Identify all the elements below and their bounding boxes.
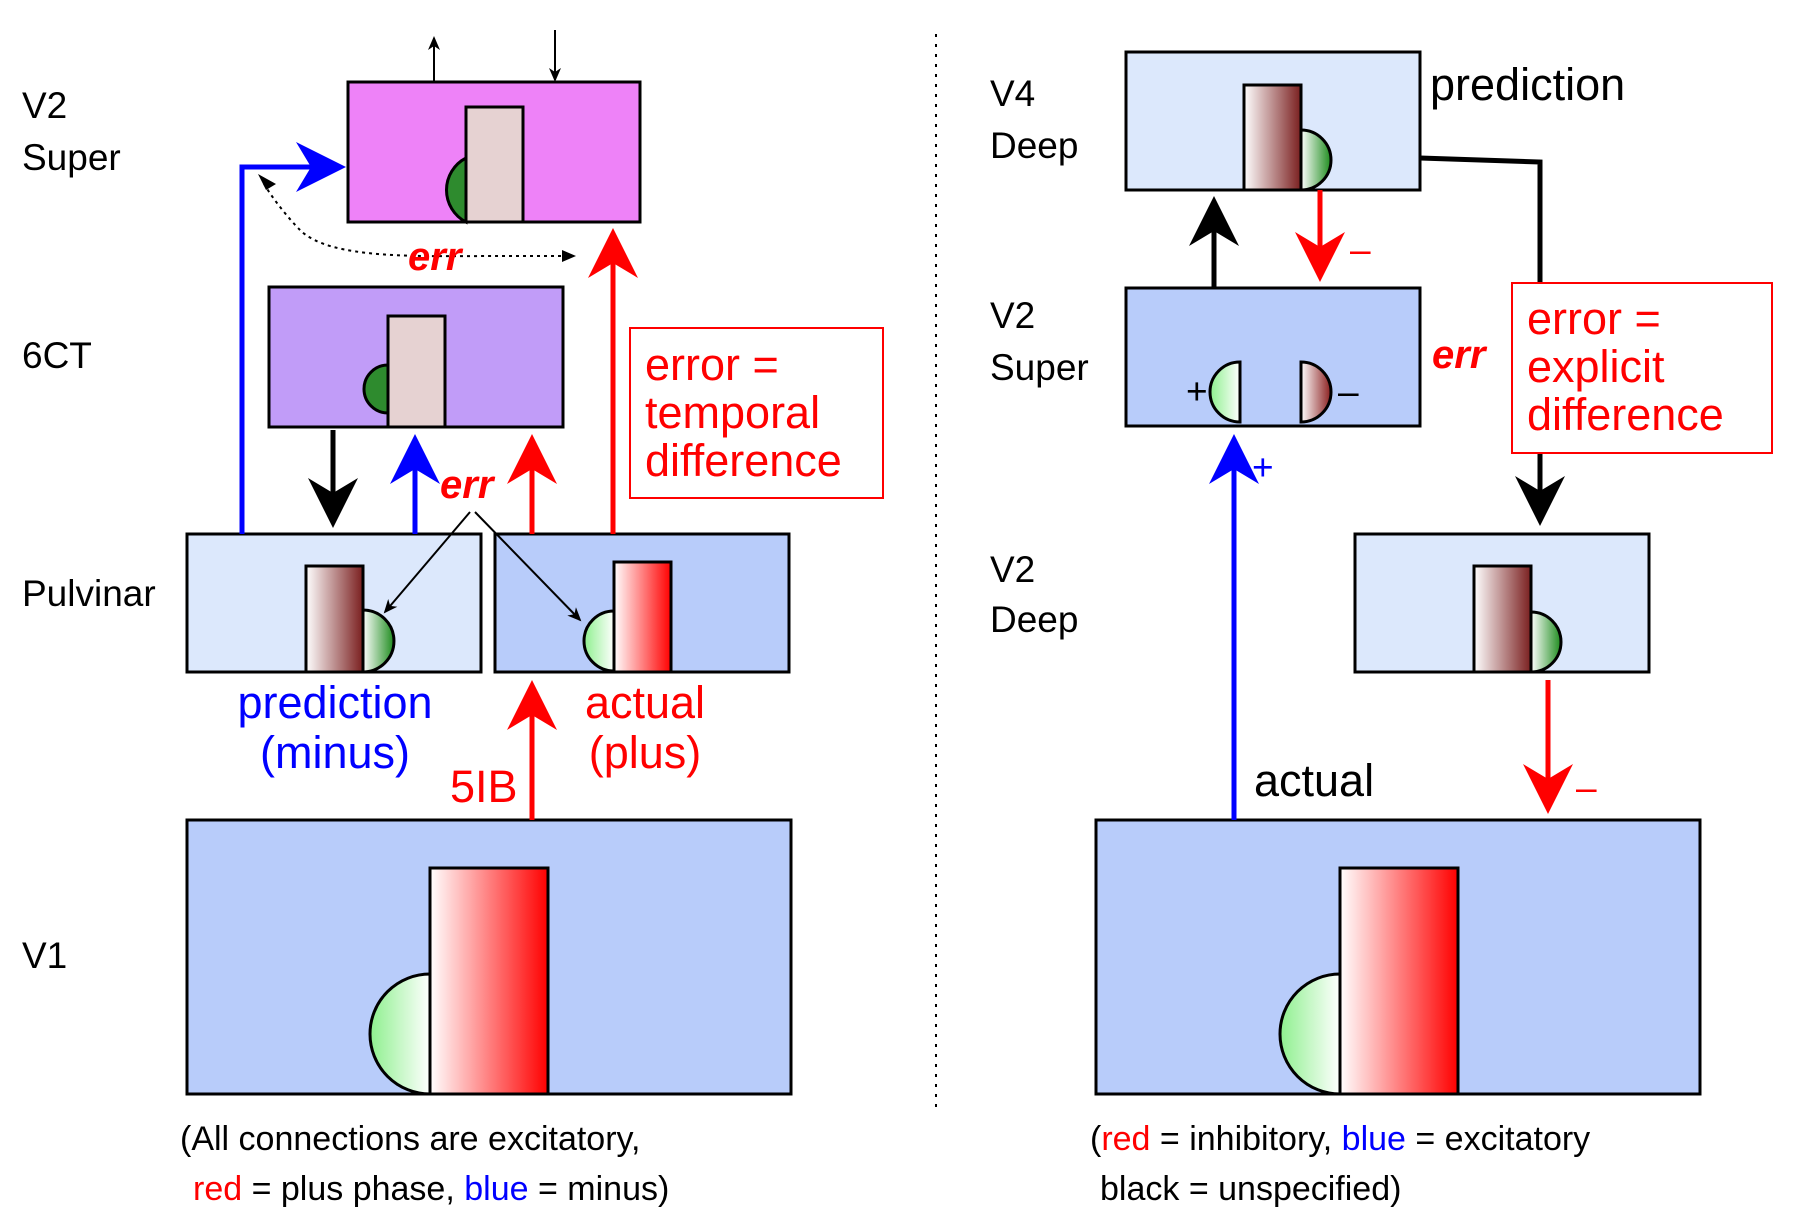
v2-deep-rect (1472, 564, 1533, 674)
v1-green-half (368, 972, 432, 1096)
err-label-top: err (408, 235, 464, 279)
v4-to-v2-minus-sign: – (1350, 229, 1371, 270)
left-caption-end: = minus) (529, 1170, 670, 1208)
right-actual-label: actual (1254, 755, 1374, 806)
label-v4-deep-line1: V4 (990, 73, 1035, 114)
err-to-minus-arrow (383, 511, 471, 614)
5ib-label: 5IB (450, 761, 518, 812)
actual-label: actual (585, 677, 705, 728)
6ct-green-half (362, 363, 390, 415)
pulvinar-plus-rect (612, 560, 673, 674)
left-caption-line2: red = plus phase, blue = minus) (193, 1170, 669, 1208)
label-v2-super-r-line2: Super (990, 347, 1089, 388)
explicit-difference-box (1511, 282, 1773, 454)
pulvinar-plus-green-half (582, 609, 616, 673)
v4-deep-green-half (1299, 128, 1333, 192)
right-caption-red: red (1101, 1120, 1150, 1158)
right-caption-blue: blue (1342, 1120, 1406, 1158)
left-caption-line1: (All connections are excitatory, (180, 1120, 640, 1158)
right-caption-mid: = inhibitory, (1150, 1120, 1341, 1158)
label-v2-deep-line1: V2 (990, 549, 1035, 590)
label-v2-super-line2: Super (22, 137, 121, 178)
v2-super-plus-half (1208, 360, 1242, 424)
right-panel: V4 Deep V2 Super V2 Deep prediction + – … (990, 50, 1773, 1208)
v2-super-minus-sign: – (1338, 371, 1359, 412)
v1-rect (428, 866, 550, 1096)
label-v1: V1 (22, 935, 67, 976)
err-label-mid: err (440, 463, 496, 507)
v2-super-green-half (444, 155, 468, 225)
dotted-arrowhead-right (562, 250, 576, 262)
v4-prediction-label: prediction (1430, 59, 1625, 110)
left-caption-mid: = plus phase, (242, 1170, 464, 1208)
temporal-difference-line1: error = (645, 339, 779, 390)
label-v4-deep-line2: Deep (990, 125, 1078, 166)
label-v2-super-r-line1: V2 (990, 295, 1035, 336)
v4-deep-rect (1242, 83, 1303, 192)
v2-deep-to-v1-minus-sign: – (1576, 767, 1597, 808)
label-6ct: 6CT (22, 335, 92, 376)
left-panel: V2 Super 6CT Pulvinar V1 err (22, 30, 884, 1208)
label-v2-deep-line2: Deep (990, 599, 1078, 640)
pulvinar-to-v2-super-blue-arrow (239, 142, 346, 534)
v1-r-rect (1338, 866, 1460, 1096)
v2-super-rect (464, 105, 525, 224)
pulvinar-minus-rect (304, 564, 365, 674)
explicit-difference-line3: difference (1527, 389, 1724, 440)
temporal-difference-line2: temporal (645, 387, 820, 438)
v2-super-plus-sign: + (1186, 371, 1208, 412)
right-err-label: err (1432, 333, 1488, 377)
plus-label: (plus) (589, 727, 702, 778)
label-v2-super-line1: V2 (22, 85, 67, 126)
label-pulvinar: Pulvinar (22, 573, 156, 614)
right-caption-end: = excitatory (1406, 1120, 1590, 1158)
left-caption-red: red (193, 1170, 242, 1208)
explicit-difference-line2: explicit (1527, 341, 1665, 392)
v2-super-minus-half (1299, 360, 1333, 424)
v1-r-green-half (1278, 972, 1342, 1096)
6ct-rect (386, 314, 447, 429)
right-caption-open: ( (1090, 1120, 1102, 1158)
prediction-label: prediction (237, 677, 432, 728)
right-caption-line1: (red = inhibitory, blue = excitatory (1090, 1120, 1590, 1158)
err-to-plus-arrow (474, 511, 582, 622)
v2-super-r-box (1124, 286, 1422, 428)
minus-label: (minus) (260, 727, 410, 778)
pulvinar-minus-green-half (361, 608, 396, 674)
explicit-difference-line1: error = (1527, 293, 1661, 344)
temporal-difference-line3: difference (645, 435, 842, 486)
dotted-arrowhead-left (258, 174, 276, 190)
v1-to-v2-plus-sign: + (1252, 447, 1274, 488)
left-caption-blue: blue (464, 1170, 528, 1208)
v2-deep-green-half (1529, 610, 1563, 674)
right-caption-line2: black = unspecified) (1100, 1170, 1401, 1208)
temporal-difference-box (629, 327, 884, 499)
